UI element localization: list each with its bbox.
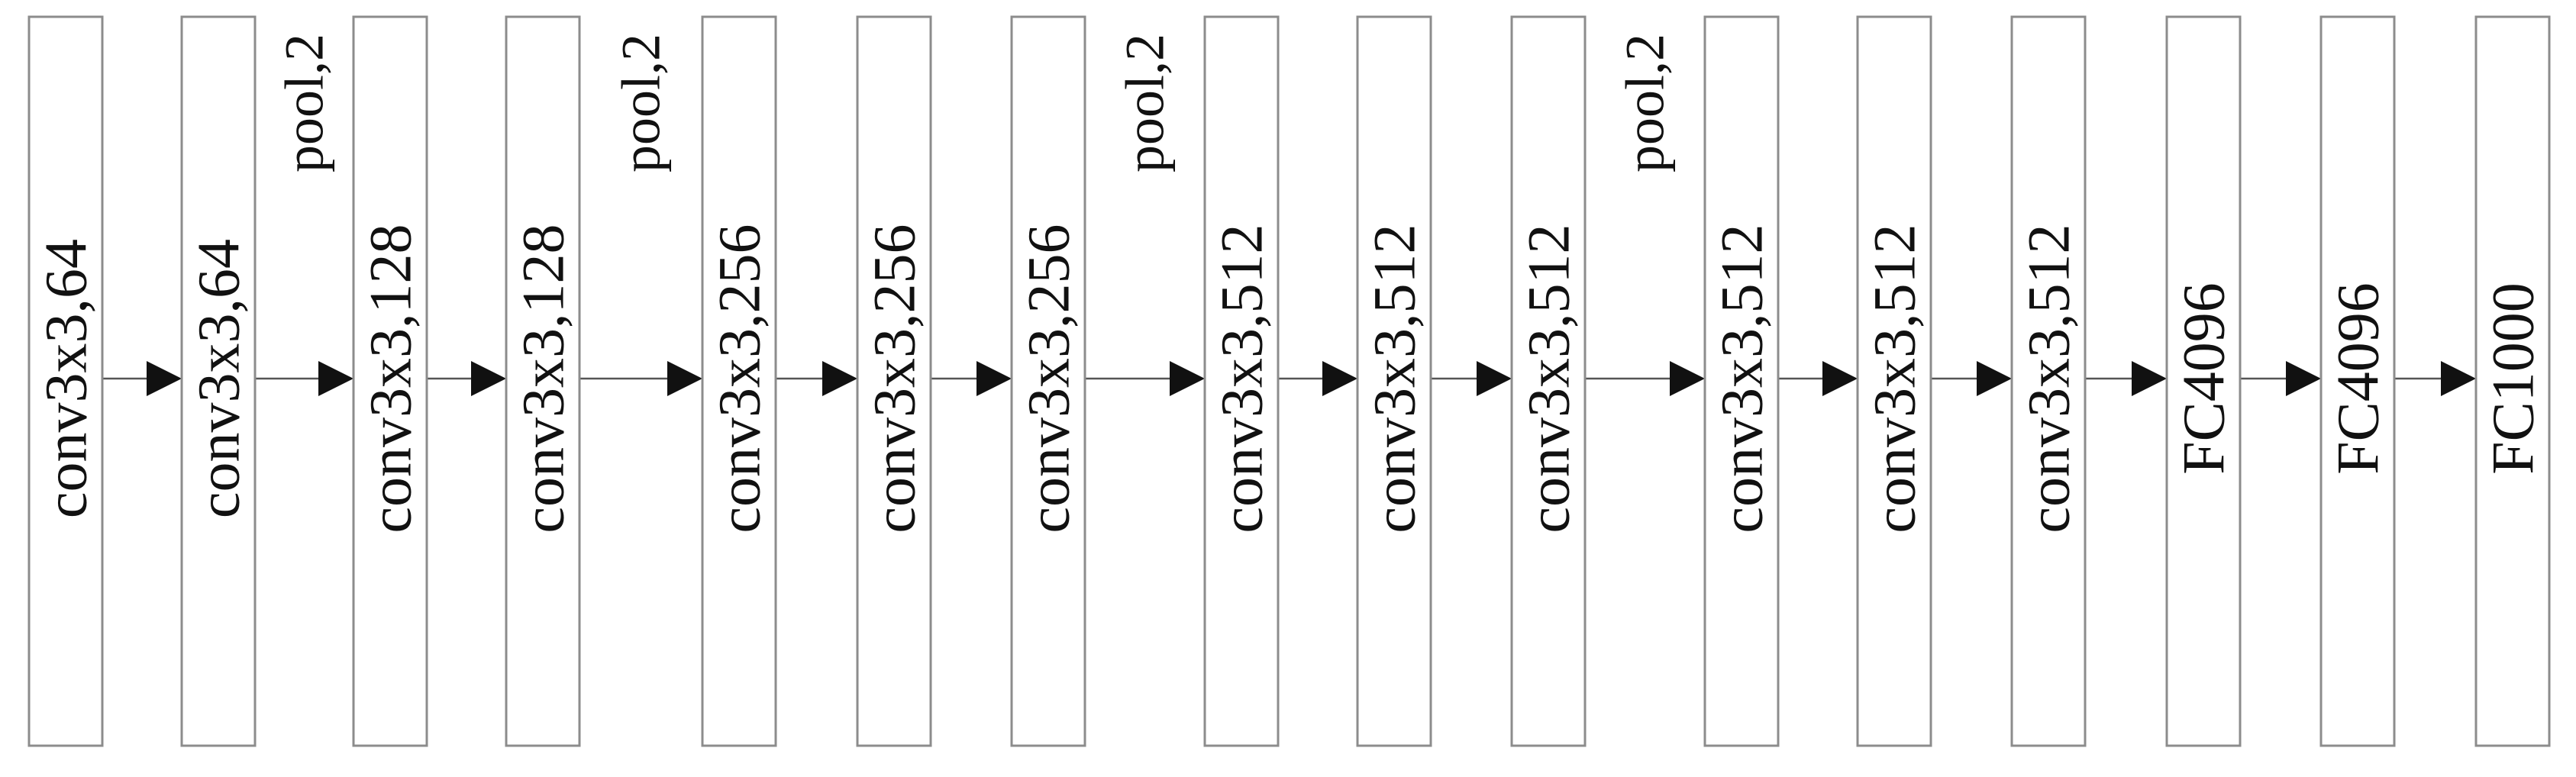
arrow-head-icon [2286, 361, 2321, 396]
layer-label: conv3x3,64 [186, 239, 252, 518]
arrow-head-icon [1670, 361, 1705, 396]
layer-block: conv3x3,256 [701, 15, 777, 747]
arrow-head-icon [1322, 361, 1357, 396]
layer-box [1010, 15, 1086, 747]
arrow-head-icon [1170, 361, 1205, 396]
layer-box [2165, 15, 2242, 747]
arrow-head-icon [976, 361, 1012, 396]
layer-label: conv3x3,128 [357, 224, 424, 533]
layer-box [27, 15, 104, 747]
connection: pool,2 [1585, 34, 1705, 396]
connections-group: pool,2 pool,2 pool,2 pool,2 [102, 34, 2476, 396]
arrow-head-icon [318, 361, 353, 396]
layer-block: conv3x3,64 [27, 15, 104, 747]
layer-block: conv3x3,512 [1703, 15, 1780, 747]
layer-box [180, 15, 257, 747]
connection [2240, 361, 2321, 396]
layer-box [505, 15, 581, 747]
layer-block: conv3x3,512 [1356, 15, 1432, 747]
layer-box [352, 15, 428, 747]
layer-block: FC4096 [2319, 15, 2396, 747]
connection: pool,2 [255, 34, 353, 396]
layer-block: conv3x3,512 [1510, 15, 1587, 747]
connection [1778, 361, 1858, 396]
layer-label: conv3x3,512 [2016, 224, 2082, 533]
connection [1278, 361, 1357, 396]
arrow-head-icon [147, 361, 182, 396]
arrow-head-icon [2441, 361, 2476, 396]
layer-label: conv3x3,512 [1209, 224, 1275, 533]
connection [931, 361, 1012, 396]
layer-label: conv3x3,256 [706, 224, 773, 533]
layer-block: conv3x3,64 [180, 15, 257, 747]
arrow-head-icon [1977, 361, 2012, 396]
connection: pool,2 [1085, 34, 1205, 396]
layer-label: FC1000 [2480, 282, 2546, 474]
arrow-head-icon [822, 361, 857, 396]
connection [2085, 361, 2167, 396]
pool-label: pool,2 [1615, 34, 1676, 172]
layer-label: conv3x3,512 [1361, 224, 1428, 533]
arrow-head-icon [471, 361, 506, 396]
layer-label: FC4096 [2325, 282, 2391, 474]
pool-label: pool,2 [274, 34, 335, 172]
layer-box [856, 15, 932, 747]
connection: pool,2 [579, 34, 702, 396]
layer-box [2319, 15, 2396, 747]
layer-label: conv3x3,512 [1516, 224, 1582, 533]
layer-box [1356, 15, 1432, 747]
layer-label: conv3x3,128 [510, 224, 576, 533]
layer-label: conv3x3,256 [1015, 224, 1082, 533]
layer-label: conv3x3,512 [1709, 224, 1775, 533]
layer-block: FC4096 [2165, 15, 2242, 747]
layer-block: conv3x3,128 [505, 15, 581, 747]
connection [1431, 361, 1512, 396]
connection [2394, 361, 2476, 396]
arrow-head-icon [1822, 361, 1858, 396]
layer-label: conv3x3,512 [1861, 224, 1928, 533]
arrow-head-icon [1477, 361, 1512, 396]
layer-box [1703, 15, 1780, 747]
layer-block: conv3x3,512 [1203, 15, 1280, 747]
connection [102, 361, 182, 396]
layer-block: conv3x3,256 [1010, 15, 1086, 747]
connection [1931, 361, 2012, 396]
arrow-head-icon [667, 361, 702, 396]
layer-box [1203, 15, 1280, 747]
layer-box [1510, 15, 1587, 747]
layer-block: conv3x3,128 [352, 15, 428, 747]
layer-box [2010, 15, 2087, 747]
layer-box [2474, 15, 2551, 747]
layer-block: FC1000 [2474, 15, 2551, 747]
connection [776, 361, 857, 396]
arrow-head-icon [2132, 361, 2167, 396]
layer-box [701, 15, 777, 747]
layer-block: conv3x3,256 [856, 15, 932, 747]
layer-block: conv3x3,512 [2010, 15, 2087, 747]
layer-label: conv3x3,256 [861, 224, 928, 533]
pool-label: pool,2 [611, 34, 672, 172]
layers-group: conv3x3,64 conv3x3,64 conv3x3,128 conv3x3,1… [27, 15, 2551, 747]
layer-label: conv3x3,64 [33, 239, 99, 518]
layer-block: conv3x3,512 [1856, 15, 1932, 747]
layer-label: FC4096 [2171, 282, 2237, 474]
connection [427, 361, 506, 396]
layer-box [1856, 15, 1932, 747]
pool-label: pool,2 [1115, 34, 1176, 172]
